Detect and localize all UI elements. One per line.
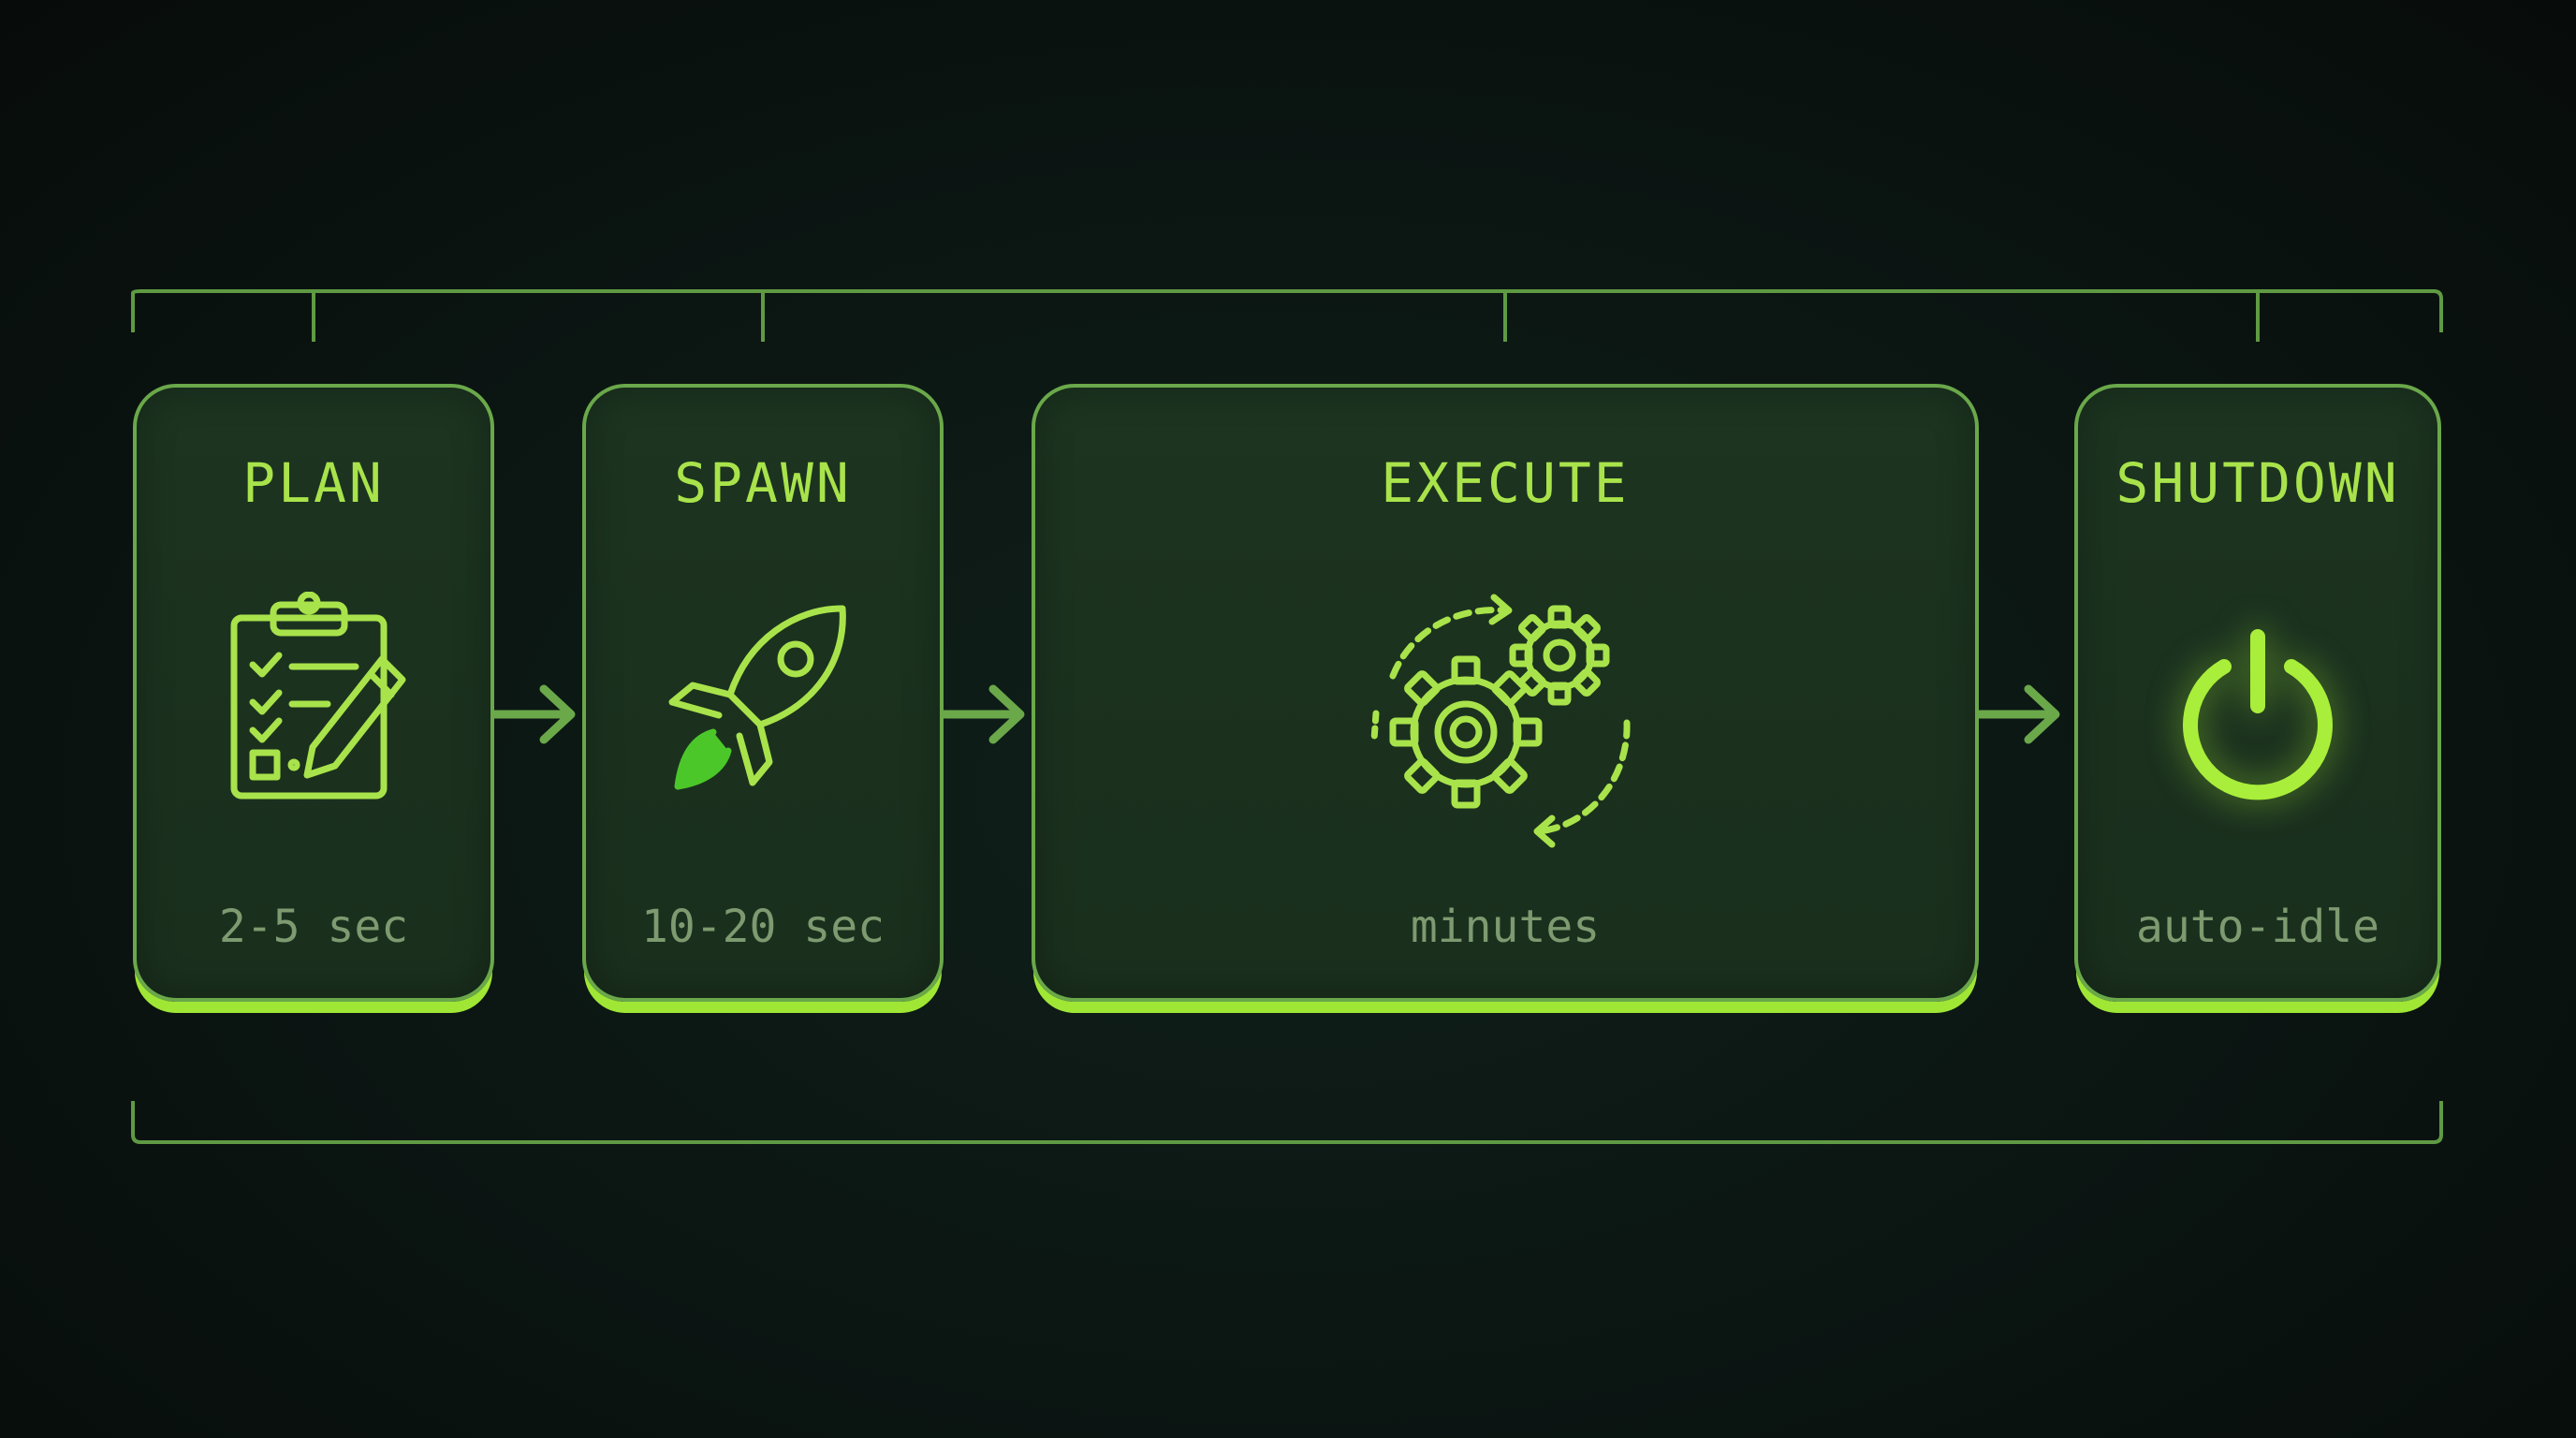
stage-card-shutdown: SHUTDOWN auto-idle bbox=[2074, 384, 2441, 1002]
power-icon bbox=[2164, 620, 2351, 811]
stage-duration: auto-idle bbox=[2135, 901, 2380, 953]
gears-cycle-icon bbox=[1355, 573, 1655, 876]
arrow-right-icon bbox=[942, 684, 1025, 744]
stage-title: PLAN bbox=[242, 451, 385, 515]
stage-duration: minutes bbox=[1410, 901, 1601, 953]
arrow-right-icon bbox=[492, 684, 576, 744]
stage-title: SPAWN bbox=[674, 451, 852, 515]
stage-duration: 2-5 sec bbox=[218, 901, 409, 953]
stage-title: EXECUTE bbox=[1381, 451, 1630, 515]
stage-title: SHUTDOWN bbox=[2115, 451, 2400, 515]
rocket-icon bbox=[655, 592, 871, 811]
stage-duration: 10-20 sec bbox=[640, 901, 886, 953]
arrow-right-icon bbox=[1977, 684, 2060, 744]
stage-card-spawn: SPAWN 10-20 sec bbox=[582, 384, 944, 1002]
top-bracket bbox=[131, 289, 2443, 332]
stage-card-execute: EXECUTE bbox=[1032, 384, 1979, 1002]
bottom-bracket bbox=[131, 1101, 2443, 1144]
stage-card-plan: PLAN 2-5 sec bbox=[133, 384, 494, 1002]
clipboard-checklist-icon bbox=[215, 591, 412, 811]
